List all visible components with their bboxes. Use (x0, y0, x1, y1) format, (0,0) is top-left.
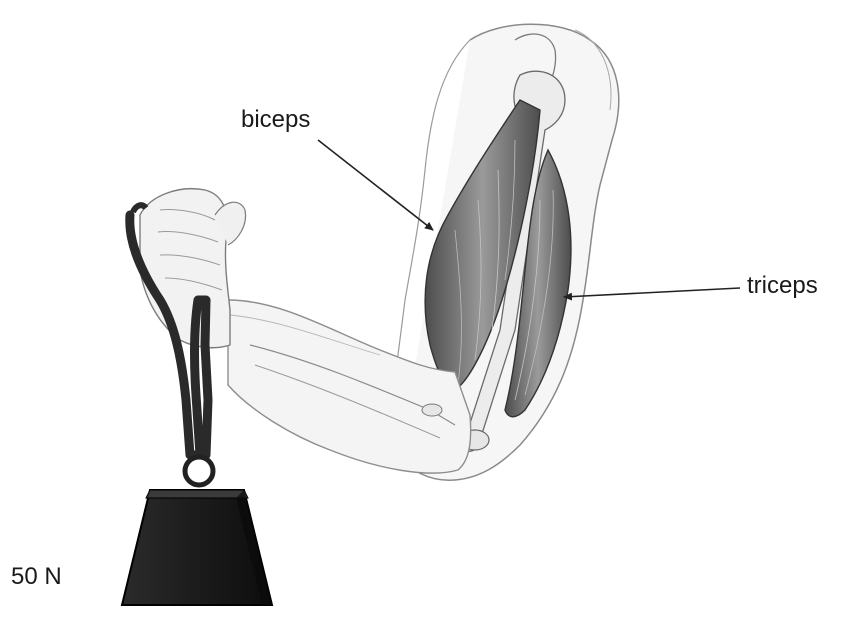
weight-ring (185, 457, 213, 485)
biceps-label: biceps (241, 106, 310, 134)
triceps-pointer-arrow (564, 288, 740, 297)
weight-label: 50 N (11, 563, 62, 591)
biceps-pointer-arrow (318, 140, 433, 230)
weight-block (122, 490, 272, 605)
triceps-label: triceps (747, 272, 818, 300)
